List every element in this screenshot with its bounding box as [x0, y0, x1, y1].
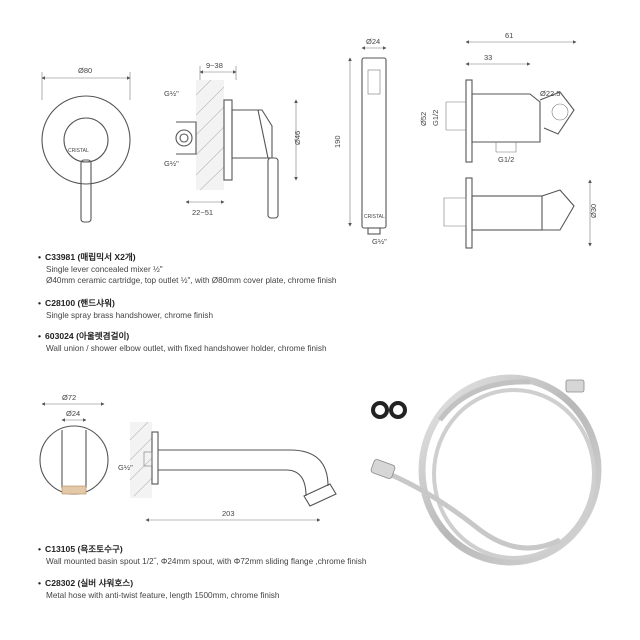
handshower-view: Ø24 190 CRISTAL G½" [333, 37, 387, 246]
product-desc-line: Single spray brass handshower, chrome fi… [46, 310, 214, 320]
product-code: C28100 (핸드샤워) [38, 298, 213, 310]
mixer-lever[interactable] [80, 159, 92, 223]
dim-handshower-len: 190 [333, 135, 342, 148]
dim-union-holder: Ø22.5 [540, 89, 560, 98]
product-desc-line: Wall union / shower elbow outlet, with f… [46, 343, 327, 353]
dim-spout-dia: Ø24 [66, 409, 80, 418]
product-code: C13105 (욕조토수구) [38, 544, 366, 556]
dim-mixer-plate-dia: Ø80 [78, 66, 92, 75]
dim-spout-thread: G½" [118, 463, 133, 472]
brand-logo-1: CRISTAL [68, 148, 89, 154]
wall-union-top-view: Ø30 [443, 177, 598, 249]
dim-union-total: 61 [505, 31, 513, 40]
spout-front-view: Ø72 Ø24 [39, 393, 109, 495]
product-spec-603024: 603024 (아울렛겸걸이) Wall union / shower elbo… [38, 331, 327, 354]
dim-union-thread-v: G1/2 [431, 110, 440, 126]
product-spec-c33981: C33981 (매립믹서 X2개) Single lever concealed… [38, 252, 337, 287]
dim-thread-bottom: G½" [164, 159, 179, 168]
shower-hose-image [370, 374, 602, 566]
product-spec-c28100: C28100 (핸드샤워) Single spray brass handsho… [38, 298, 213, 321]
dim-union-flange: Ø30 [589, 204, 598, 218]
dim-spout-flange: Ø72 [62, 393, 76, 402]
dim-union-offset: 33 [484, 53, 492, 62]
product-spec-c13105: C13105 (욕조토수구) Wall mounted basin spout … [38, 544, 366, 567]
mixer-side-view: 9~38 G½" G½" Ø46 22~51 [164, 61, 302, 219]
product-desc-line: Metal hose with anti-twist feature, leng… [46, 590, 280, 600]
spout-side-view: G½" 203 [118, 421, 337, 522]
washer-pair [371, 401, 407, 419]
dim-mixer-depth: 9~38 [206, 61, 223, 70]
product-code: C33981 (매립믹서 X2개) [38, 252, 337, 264]
brand-logo-2: CRISTAL [364, 214, 385, 220]
product-desc-line: Wall mounted basin spout 1/2˝, Φ24mm spo… [46, 556, 367, 566]
dim-spout-len: 203 [222, 509, 235, 518]
product-code: 603024 (아울렛겸걸이) [38, 331, 327, 343]
product-code: C28302 (실버 샤워호스) [38, 578, 279, 590]
dim-mixer-spout: 22~51 [192, 208, 213, 217]
dim-union-height: Ø52 [419, 112, 428, 126]
product-desc-line: Ø40mm ceramic cartridge, top outlet ½", … [46, 276, 337, 285]
dim-handshower-dia: Ø24 [366, 37, 380, 46]
product-spec-c28302: C28302 (실버 샤워호스) Metal hose with anti-tw… [38, 578, 279, 601]
dim-handshower-thread: G½" [372, 237, 387, 246]
dim-union-thread-h: G1/2 [498, 155, 514, 164]
product-desc-line: Single lever concealed mixer ½" [46, 264, 163, 274]
dim-mixer-body: Ø46 [293, 131, 302, 145]
mixer-front-view: Ø80 CRISTAL [41, 66, 131, 223]
wall-union-side-view: 61 33 Ø22.5 Ø52 G1/2 G1/2 [419, 31, 577, 164]
dim-thread-top: G½" [164, 89, 179, 98]
